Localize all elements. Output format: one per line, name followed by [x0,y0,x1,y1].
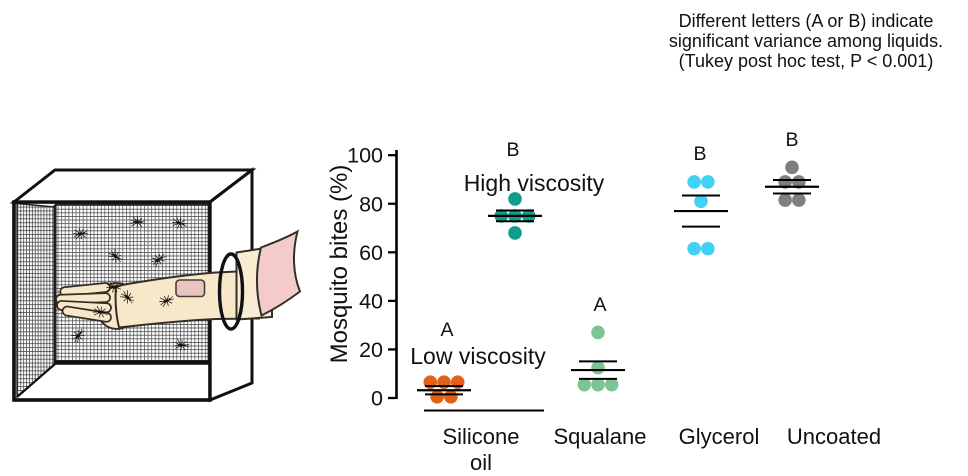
data-point [577,377,592,392]
group-letter-glycerol: B [693,143,706,165]
group-letter-silicone-low: A [440,319,453,341]
group-letter-silicone-high: B [506,139,519,161]
y-tick-label: 100 [347,144,383,168]
data-point [591,325,605,340]
group-letter-squalane: A [593,294,606,316]
data-point [778,175,792,189]
sleeve-pink-flap [255,229,302,317]
x-label-uncoated: Uncoated [787,424,881,449]
y-axis-title: Mosquito bites (%) [326,165,353,364]
floor-edge [16,363,56,398]
y-tick-label: 40 [359,289,383,313]
significance-note: Different letters (A or B) indicate sign… [669,11,943,71]
data-point [591,377,605,392]
data-point [508,226,522,240]
data-point [694,194,708,209]
note-line-2: significant variance among liquids. [669,31,943,51]
x-label-squalane: Squalane [554,424,647,449]
group-letter-uncoated: B [785,129,798,151]
data-point [687,241,701,256]
data-point [430,389,444,404]
scatter-chart: 0 20 40 60 80 100 [347,144,819,412]
data-point [591,360,605,375]
data-point [687,175,701,189]
note-line-3: (Tukey post hoc test, P < 0.001) [679,51,934,71]
y-tick-label: 20 [359,338,383,362]
coated-patch [175,279,206,298]
data-point [701,241,715,256]
x-label-silicone: Silicone [442,424,519,449]
y-tick-label: 0 [371,387,383,411]
y-tick-label: 60 [359,241,383,265]
annotation-low-viscosity: Low viscosity [410,343,546,369]
annotation-high-viscosity: High viscosity [464,170,605,196]
data-point [508,192,522,206]
data-point [785,160,799,175]
data-point [778,193,792,207]
data-point [701,175,715,189]
mosquito-cage-illustration [9,166,302,403]
note-line-1: Different letters (A or B) indicate [679,11,934,31]
finger [61,305,112,323]
data-point [444,389,458,404]
x-label-glycerol: Glycerol [679,424,760,449]
data-point [792,193,806,207]
data-point [792,175,806,189]
data-point [604,377,619,392]
x-label-oil: oil [470,450,492,475]
arm-port-ring [217,252,245,331]
y-tick-label: 80 [359,192,383,216]
